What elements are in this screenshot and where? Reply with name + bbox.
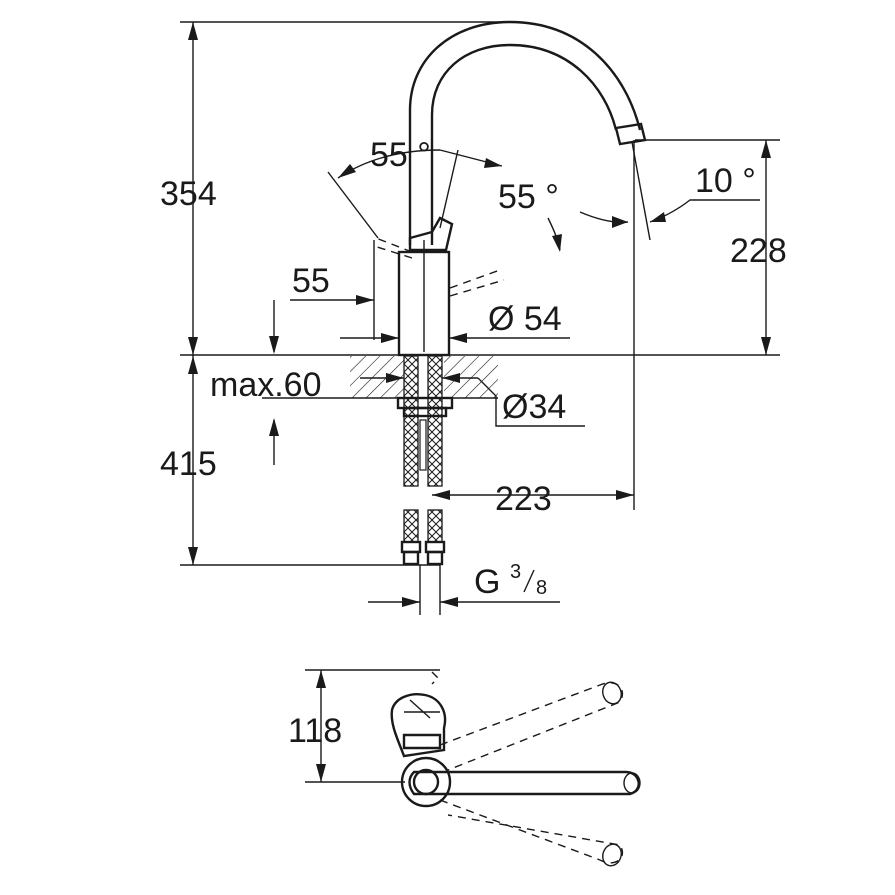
dim-lever-offset: 55 <box>292 262 330 300</box>
dim-height-top: 354 <box>160 175 217 213</box>
dim-thread: G <box>474 563 500 601</box>
lever-swing-dashed-right <box>449 269 501 289</box>
spout-inner <box>430 43 618 245</box>
spout-outer <box>408 20 642 245</box>
dim-spout-angle: 10 ° <box>695 162 756 200</box>
faucet-plan-view <box>305 669 641 867</box>
dim-thread-num: 3 <box>510 561 521 583</box>
dim-reach: 223 <box>495 480 552 518</box>
supply-hoses <box>400 355 446 566</box>
dim-max-deck: max.60 <box>210 366 322 404</box>
dim-thread-den: 8 <box>536 577 547 599</box>
dim-lever-angle-b: 55 ° <box>498 178 559 216</box>
lever-handle <box>408 216 454 252</box>
dim-plan-depth: 118 <box>288 712 342 750</box>
dim-mount-hole: Ø34 <box>502 388 566 426</box>
dim-lever-angle-a: 55 ° <box>370 136 431 174</box>
dim-spout-height: 228 <box>730 232 787 270</box>
aerator <box>614 122 647 146</box>
dim-body-diameter: Ø 54 <box>488 300 562 338</box>
lever-swing-dashed-left <box>375 237 413 253</box>
dim-height-bottom: 415 <box>160 445 217 483</box>
dimension-lines: 354 415 228 223 55 ° 55 ° 10 ° 55 Ø 54 m… <box>160 21 787 750</box>
